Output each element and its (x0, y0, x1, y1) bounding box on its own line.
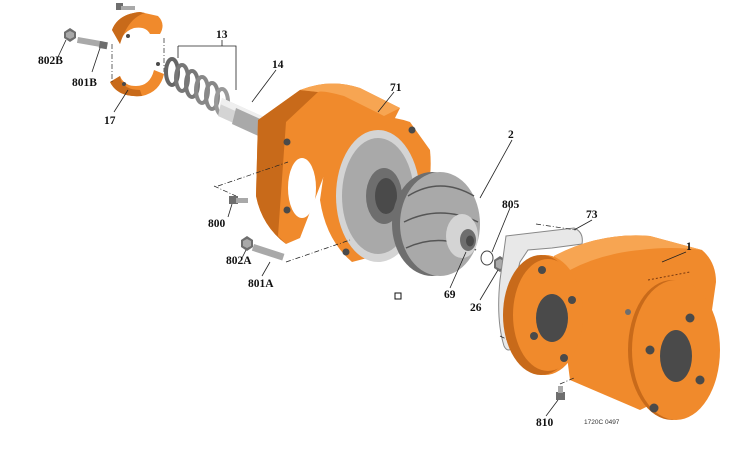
callout-71: 71 (390, 82, 402, 94)
reference-square-mark (394, 292, 402, 300)
leader-69 (449, 251, 467, 289)
leader-801a (261, 261, 271, 277)
part-17-seal-cover (110, 12, 164, 97)
plug-810-centerline (559, 377, 575, 385)
callout-69: 69 (444, 289, 456, 301)
bolt-802b (64, 28, 76, 42)
callout-802b: 802B (38, 55, 63, 67)
part-17-centerline (111, 38, 165, 82)
part-2-impeller (392, 172, 480, 276)
callout-1: 1 (686, 241, 692, 253)
callout-2: 2 (508, 129, 514, 141)
bolt-800 (229, 196, 248, 204)
leader-17 (113, 89, 129, 113)
part-13-spring (164, 57, 230, 117)
callout-labels: 802B 801B 17 13 14 71 2 800 802A 801A 80… (38, 29, 692, 429)
callout-810: 810 (536, 417, 554, 429)
stud-801a (251, 244, 285, 261)
plug-810 (556, 386, 565, 400)
leader-802a (241, 249, 247, 259)
leader-73 (573, 219, 593, 231)
callout-13: 13 (216, 29, 228, 41)
leader-26 (479, 269, 499, 301)
callout-802a: 802A (226, 255, 252, 267)
leader-71 (377, 91, 395, 113)
drawing-code: 1720C 0497 (584, 419, 620, 426)
leader-802b (57, 39, 67, 58)
leader-lines (57, 39, 687, 417)
leader-13 (177, 40, 237, 90)
bolt-top-small (116, 3, 135, 10)
leader-2 (479, 139, 513, 199)
callout-801a: 801A (248, 278, 274, 290)
callout-26: 26 (470, 302, 482, 314)
callout-73: 73 (586, 209, 598, 221)
leader-1 (661, 251, 687, 263)
bolt-802a (241, 236, 253, 251)
leader-810 (545, 399, 559, 417)
leader-805 (491, 207, 511, 253)
bolt-801b (76, 37, 108, 50)
callout-801b: 801B (72, 77, 97, 89)
part-71-centerlines (213, 161, 351, 263)
part-805-washer (480, 250, 494, 266)
callout-800: 800 (208, 218, 226, 230)
callout-805: 805 (502, 199, 520, 211)
leader-801b (91, 47, 101, 73)
leader-14 (251, 69, 277, 103)
callout-14: 14 (272, 59, 284, 71)
part-1-casing (503, 235, 720, 420)
callout-17: 17 (104, 115, 116, 127)
leader-800 (227, 203, 233, 218)
